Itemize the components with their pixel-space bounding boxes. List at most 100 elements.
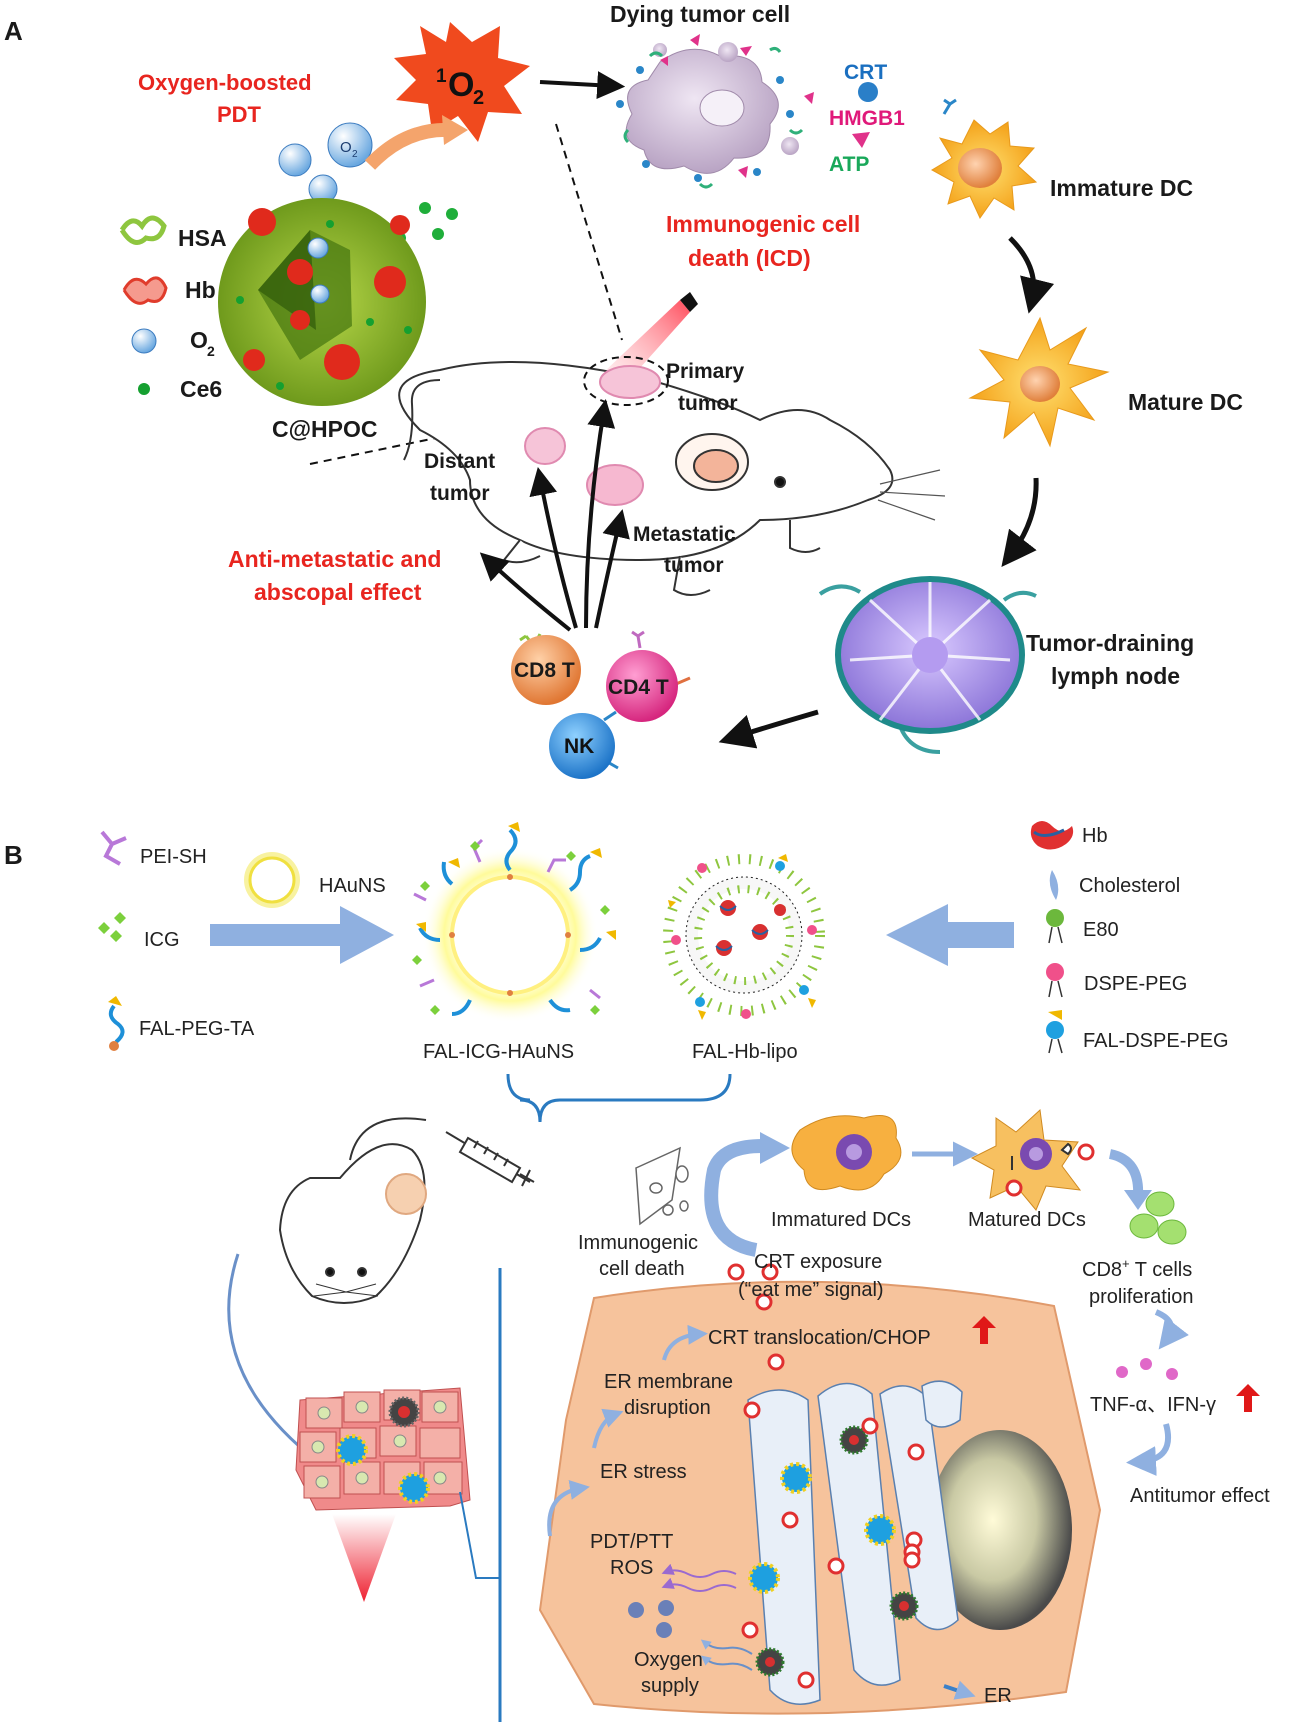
legend-e80: E80 <box>1046 909 1119 944</box>
svg-text:FAL-DSPE-PEG: FAL-DSPE-PEG <box>1083 1030 1229 1052</box>
pdt-ptt-label-1: PDT/PTT <box>590 1531 673 1553</box>
cd8-t-cells-b <box>1129 1191 1187 1245</box>
mature-dc <box>968 316 1110 448</box>
panel-b-letter: B <box>4 840 23 870</box>
anti-metastatic-label-1: Anti-metastatic and <box>228 546 441 572</box>
svg-text:Cholesterol: Cholesterol <box>1079 875 1180 897</box>
tumor-tissue <box>295 1387 471 1511</box>
er-membrane-label-2: disruption <box>624 1397 711 1419</box>
hauns-legend: HAuNS <box>244 852 386 908</box>
legend-fal-dspe-peg: FAL-DSPE-PEG <box>1046 1010 1229 1054</box>
up-arrow-chop <box>972 1316 996 1344</box>
c-hpoc-label: C@HPOC <box>272 416 378 442</box>
metastatic-tumor-label-2: tumor <box>664 554 724 577</box>
ros-wave-2 <box>661 1563 737 1578</box>
fal-hb-lipo-label: FAL-Hb-lipo <box>692 1041 798 1063</box>
cell-nucleus <box>928 1430 1072 1630</box>
distant-tumor-label-1: Distant <box>424 450 495 473</box>
svg-text:2: 2 <box>207 343 215 359</box>
svg-text:NK: NK <box>564 735 594 758</box>
dying-tumor-cell <box>616 34 814 189</box>
curved-arrow-icd-to-dc <box>704 1139 763 1257</box>
svg-text:Hb: Hb <box>185 277 216 303</box>
nk-cell: NK <box>549 710 619 779</box>
svg-text:CD4 T: CD4 T <box>608 676 669 699</box>
svg-text:HSA: HSA <box>178 225 227 251</box>
legend-hb-b: Hb <box>1030 821 1108 850</box>
metastatic-tumor-label-1: Metastatic <box>633 523 736 546</box>
immature-dc-label: Immature DC <box>1050 175 1193 201</box>
atp-label: ATP <box>829 153 869 176</box>
distant-tumor-label-2: tumor <box>430 482 490 505</box>
blue-arrow-right <box>210 906 394 964</box>
legend-hsa: HSA <box>119 215 227 251</box>
er-label: ER <box>984 1685 1012 1707</box>
svg-text:1: 1 <box>436 66 447 87</box>
panel-a-letter: A <box>4 16 23 46</box>
arrow-to-antitumor <box>1126 1423 1172 1477</box>
immature-dc <box>930 98 1038 220</box>
er-membrane-label-1: ER membrane <box>604 1371 733 1393</box>
svg-text:FAL-PEG-TA: FAL-PEG-TA <box>139 1018 255 1040</box>
svg-text:DSPE-PEG: DSPE-PEG <box>1084 973 1187 995</box>
zoom-connector <box>459 1491 500 1579</box>
arrow-to-er-membrane <box>592 1408 624 1449</box>
anti-metastatic-label-2: abscopal effect <box>254 579 422 605</box>
crt-label: CRT <box>844 61 887 84</box>
svg-text:O: O <box>190 327 208 353</box>
combine-bracket <box>506 1073 732 1123</box>
oxygen-boosted-label-2: PDT <box>217 102 262 127</box>
immatured-dcs-label: Immatured DCs <box>771 1209 911 1231</box>
crt-sphere <box>858 82 878 102</box>
tnf-ifn-label: TNF-α、IFN-γ <box>1090 1394 1216 1416</box>
crt-markers <box>727 1263 925 1689</box>
er-stress-label: ER stress <box>600 1461 687 1483</box>
crt-translocation-label: CRT translocation/CHOP <box>708 1327 931 1349</box>
svg-text:2: 2 <box>352 149 358 160</box>
fal-icg-hauns-particle <box>412 822 616 1023</box>
icd-b-label-1: Immunogenic <box>578 1232 698 1254</box>
legend-icg: ICG <box>98 912 180 951</box>
legend-hb: Hb <box>122 276 216 305</box>
syringe <box>445 1131 535 1187</box>
pdt-ptt-label-2: ROS <box>610 1557 653 1579</box>
legend-pei-sh: PEI-SH <box>100 830 207 868</box>
cytokine-dots <box>1116 1358 1178 1380</box>
arrow-immature-to-mature <box>1008 236 1055 314</box>
hmgb1-triangle <box>852 132 870 148</box>
fal-hb-lipo <box>663 854 825 1020</box>
svg-text:E80: E80 <box>1083 919 1119 941</box>
legend-fal-peg-ta: FAL-PEG-TA <box>108 996 255 1051</box>
laser-head <box>680 292 698 312</box>
primary-tumor-label-1: Primary <box>666 360 745 383</box>
svg-text:O: O <box>340 139 352 156</box>
oxygen-boosted-label-1: Oxygen-boosted <box>138 70 312 95</box>
crt-exposure-label-2: (“eat me” signal) <box>738 1279 884 1301</box>
primary-tumor-label-2: tumor <box>678 392 738 415</box>
icd-b-label-2: cell death <box>599 1258 685 1280</box>
small-mouse <box>278 1117 427 1304</box>
arrow-mouse-to-tissue <box>227 1253 323 1466</box>
svg-text:Ce6: Ce6 <box>180 376 222 402</box>
cd8-label-2: proliferation <box>1089 1286 1194 1308</box>
mature-dc-label: Mature DC <box>1128 389 1243 415</box>
svg-text:O: O <box>448 66 474 104</box>
svg-text:Hb: Hb <box>1082 825 1108 847</box>
svg-text:HAuNS: HAuNS <box>319 875 386 897</box>
arrow-lymph-to-t-cells <box>718 709 819 749</box>
oxygen-supply-label-1: Oxygen <box>634 1649 703 1671</box>
oxygen-wave-2 <box>700 1639 753 1655</box>
laser-cone-b <box>332 1514 396 1602</box>
singlet-oxygen-burst: 1 O 2 <box>394 22 530 142</box>
legend-dspe-peg: DSPE-PEG <box>1046 963 1187 998</box>
dying-tumor-cell-label: Dying tumor cell <box>610 1 790 27</box>
arrow-to-dying-cell <box>539 71 626 100</box>
c-hpoc-nanoparticle <box>218 198 426 406</box>
up-arrow-cytokines <box>1236 1384 1260 1412</box>
icd-debris <box>635 1146 689 1226</box>
legend-cholesterol: Cholesterol <box>1049 870 1180 900</box>
lymph-node-label-1: Tumor-draining <box>1026 630 1194 656</box>
svg-text:PEI-SH: PEI-SH <box>140 846 207 868</box>
arrow-dc-to-t <box>1108 1149 1144 1197</box>
